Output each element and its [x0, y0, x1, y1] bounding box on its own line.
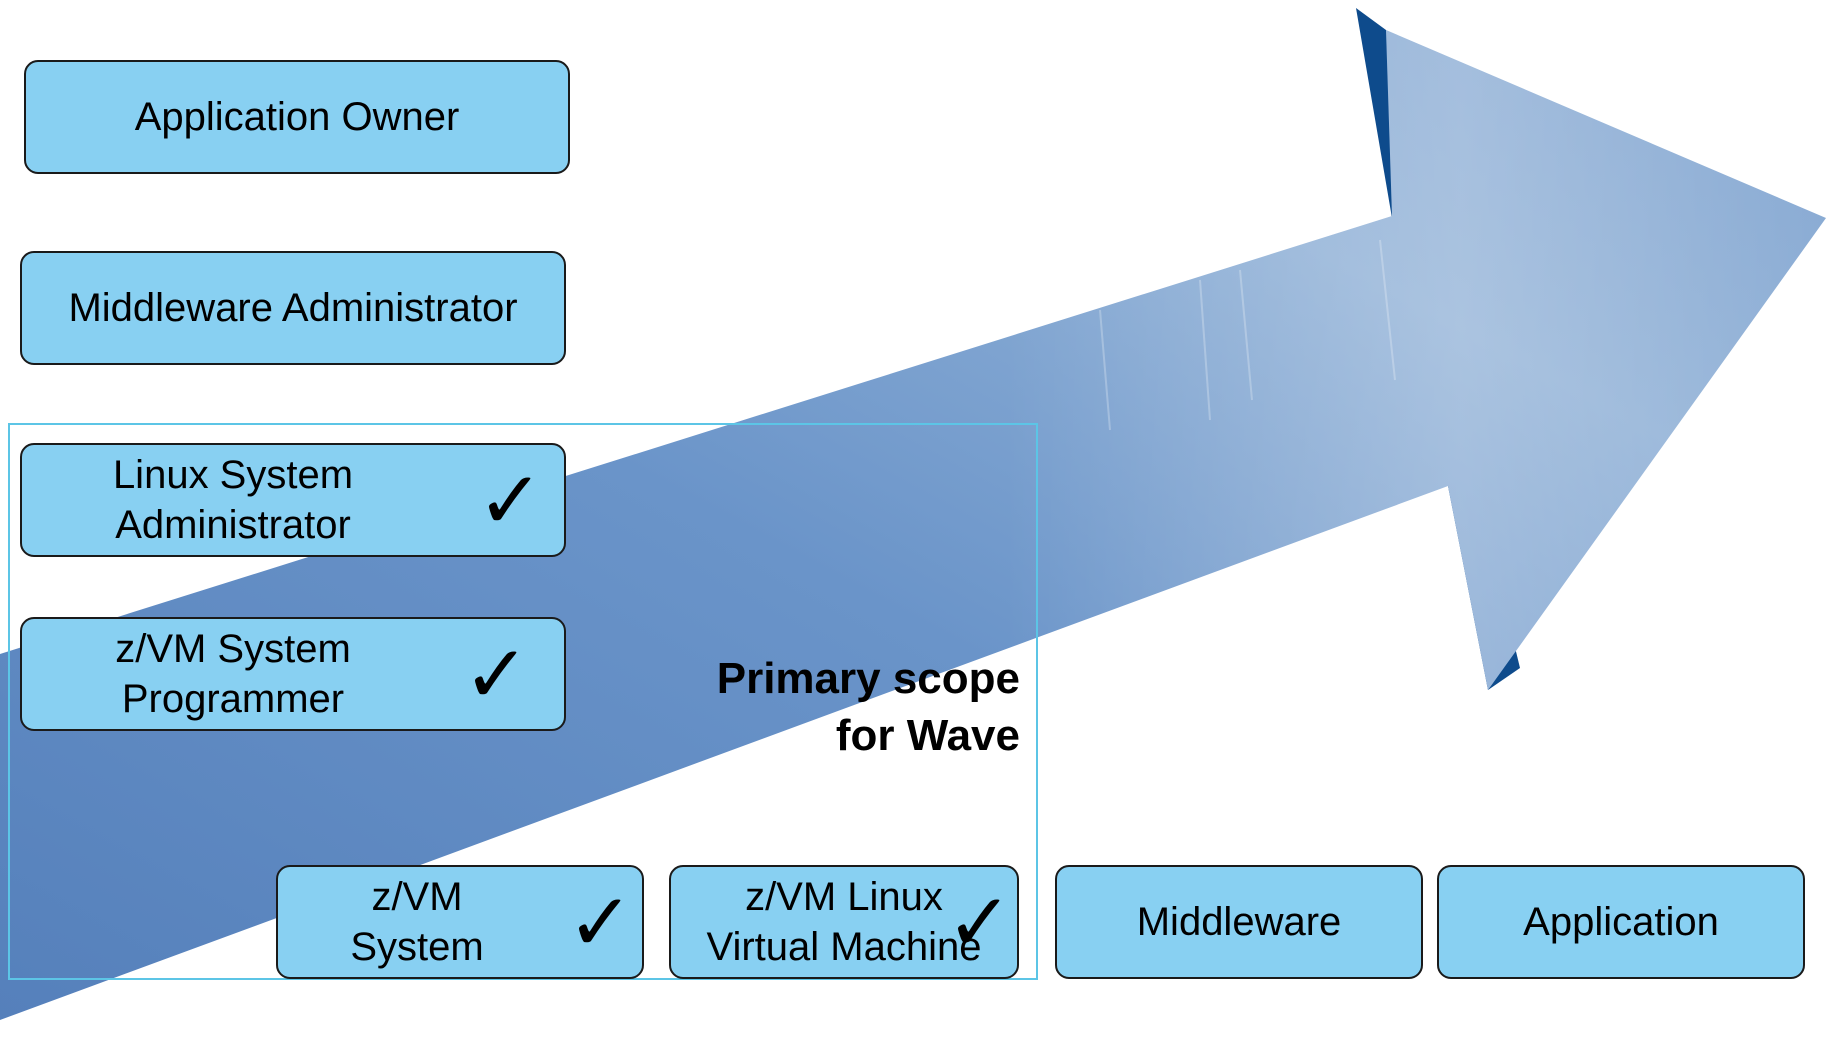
checkmark-icon: ✓ — [462, 628, 530, 721]
role-label: Middleware Administrator — [68, 286, 518, 330]
layer-label: z/VM System — [350, 875, 484, 969]
checkmark-icon: ✓ — [945, 876, 1013, 969]
checkmark-icon: ✓ — [566, 876, 634, 969]
role-label: Linux System Administrator — [112, 453, 354, 547]
layer-box-zvm-linux-virtual-machine: z/VM Linux Virtual Machine ✓ — [669, 865, 1019, 979]
role-box-zvm-system-programmer: z/VM System Programmer ✓ — [20, 617, 566, 731]
layer-label: z/VM Linux Virtual Machine — [706, 875, 982, 969]
layer-label: Middleware — [1136, 900, 1342, 944]
layer-box-zvm-system: z/VM System ✓ — [276, 865, 644, 979]
checkmark-icon: ✓ — [476, 454, 544, 547]
role-box-application-owner: Application Owner — [24, 60, 570, 174]
primary-scope-label: Primary scope for Wave — [716, 654, 1020, 761]
role-label: z/VM System Programmer — [115, 627, 351, 721]
role-label: Application Owner — [134, 95, 460, 139]
role-box-middleware-administrator: Middleware Administrator — [20, 251, 566, 365]
primary-scope-frame — [8, 423, 1038, 980]
role-box-linux-system-administrator: Linux System Administrator ✓ — [20, 443, 566, 557]
layer-box-middleware: Middleware — [1055, 865, 1423, 979]
layer-label: Application — [1523, 900, 1719, 944]
layer-box-application: Application — [1437, 865, 1805, 979]
